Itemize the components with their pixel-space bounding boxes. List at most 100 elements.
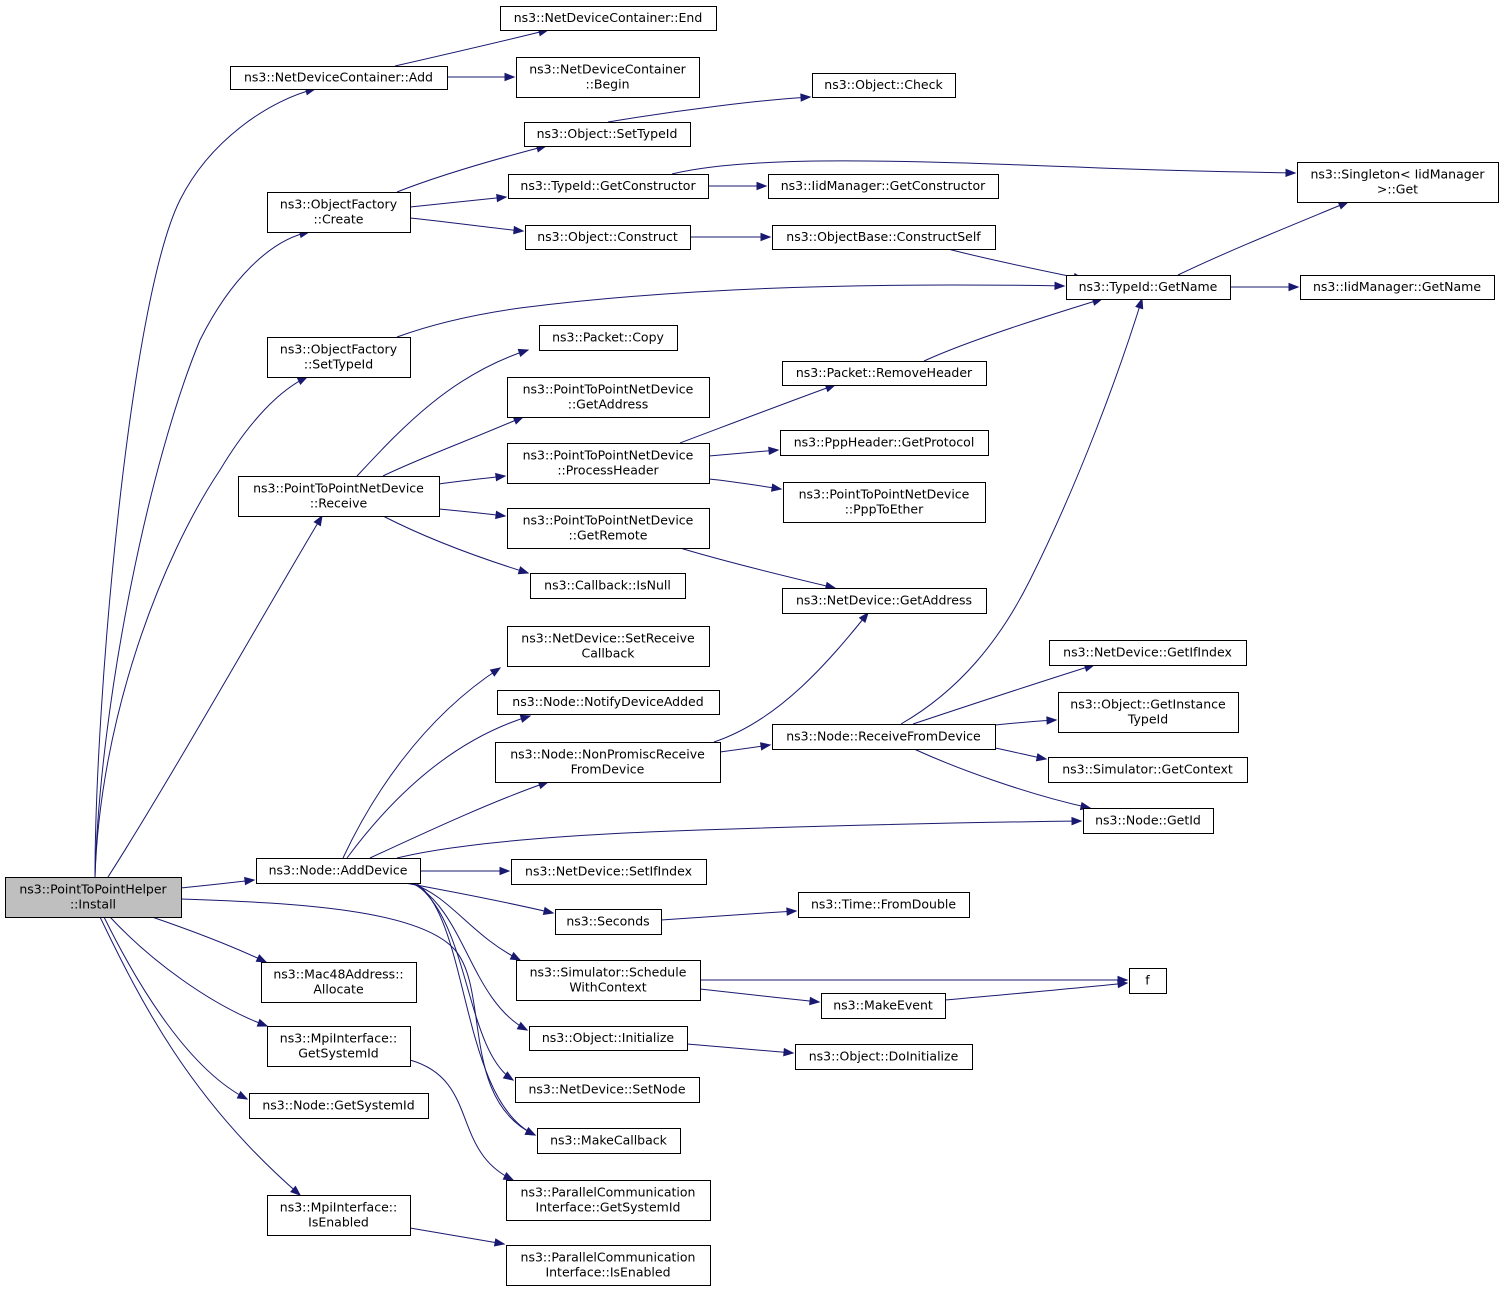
edge-node_adddevice-to-seconds [404, 882, 555, 915]
node-label: ns3::PointToPointNetDevice [253, 481, 424, 496]
node-sim-getcontext[interactable]: ns3::Simulator::GetContext [1048, 757, 1248, 783]
node-label: ns3::Node::ReceiveFromDevice [786, 729, 981, 744]
node-ndc-begin[interactable]: ns3::NetDeviceContainer::Begin [516, 57, 700, 98]
node-mpi-getsysid[interactable]: ns3::MpiInterface::GetSystemId [267, 1026, 411, 1067]
node-label: ns3::Seconds [566, 914, 649, 929]
edge-node_nonpromisc-to-nd_getaddress [713, 611, 869, 743]
node-node-getid[interactable]: ns3::Node::GetId [1083, 808, 1214, 834]
edge-node_adddevice-to-obj_initialize [411, 882, 529, 1031]
node-label: ns3::NetDeviceContainer::End [514, 10, 703, 25]
node-tid-getctor[interactable]: ns3::TypeId::GetConstructor [508, 174, 709, 199]
node-box [507, 508, 710, 549]
arrowhead-icon [516, 1021, 529, 1031]
node-p2p-receive[interactable]: ns3::PointToPointNetDevice::Receive [238, 476, 440, 517]
node-label: ns3::MakeEvent [833, 998, 933, 1013]
node-nd-setifindex[interactable]: ns3::NetDevice::SetIfIndex [511, 859, 707, 885]
node-node-notify[interactable]: ns3::Node::NotifyDeviceAdded [497, 690, 720, 715]
edge-obj_settypeid-to-obj_check [607, 93, 812, 123]
node-time-fromdouble[interactable]: ns3::Time::FromDouble [798, 892, 970, 918]
node-node-adddevice[interactable]: ns3::Node::AddDevice [256, 858, 421, 884]
node-pci-getsysid[interactable]: ns3::ParallelCommunicationInterface::Get… [506, 1180, 711, 1221]
node-box [511, 859, 707, 885]
node-box [1048, 757, 1248, 783]
node-label: ns3::TypeId::GetName [1079, 279, 1218, 294]
node-box [530, 573, 686, 599]
node-obj-settypeid[interactable]: ns3::Object::SetTypeId [524, 122, 691, 147]
node-p2p-getaddress[interactable]: ns3::PointToPointNetDevice::GetAddress [507, 377, 710, 418]
arrowhead-icon [858, 611, 869, 624]
arrowhead-icon [509, 951, 522, 961]
node-singleton-get[interactable]: ns3::Singleton< IidManager>::Get [1297, 162, 1499, 203]
node-of-settypeid[interactable]: ns3::ObjectFactory::SetTypeId [267, 337, 411, 378]
node-p2p-getremote[interactable]: ns3::PointToPointNetDevice::GetRemote [507, 508, 710, 549]
edge-ndc_add-to-ndc_begin [446, 72, 516, 82]
arrowhead-icon [496, 193, 508, 203]
node-iid-getctor[interactable]: ns3::IidManager::GetConstructor [768, 174, 999, 199]
node-of-create[interactable]: ns3::ObjectFactory::Create [267, 192, 411, 233]
node-cb-isnull[interactable]: ns3::Callback::IsNull [530, 573, 686, 599]
node-label: ::Receive [310, 496, 368, 511]
node-box [795, 1044, 973, 1070]
edge-line [679, 547, 836, 589]
node-obj-doinitialize[interactable]: ns3::Object::DoInitialize [795, 1044, 973, 1070]
arrowhead-icon [1046, 716, 1058, 725]
node-tid-getname[interactable]: ns3::TypeId::GetName [1066, 275, 1231, 300]
node-p2p-ppptoether[interactable]: ns3::PointToPointNetDevice::PppToEther [783, 482, 986, 523]
node-box [507, 443, 710, 484]
node-label: ns3::TypeId::GetConstructor [520, 178, 696, 193]
node-nd-getifindex[interactable]: ns3::NetDevice::GetIfIndex [1049, 640, 1247, 666]
edge-p2p_receive-to-pkt_copy [356, 348, 530, 477]
node-label: ns3::Node::AddDevice [269, 863, 408, 878]
arrowhead-icon [236, 1090, 249, 1100]
node-p2p-processheader[interactable]: ns3::PointToPointNetDevice::ProcessHeade… [507, 443, 710, 484]
edge-seconds-to-time_fromdouble [660, 907, 798, 921]
edge-line [151, 916, 267, 963]
edge-pkt_removeheader-to-tid_getname [923, 297, 1104, 362]
node-node-getsysid[interactable]: ns3::Node::GetSystemId [249, 1093, 429, 1119]
node-makeevent[interactable]: ns3::MakeEvent [821, 993, 946, 1019]
node-ob-constructself[interactable]: ns3::ObjectBase::ConstructSelf [772, 225, 996, 250]
node-seconds[interactable]: ns3::Seconds [555, 909, 662, 935]
node-ndc-end[interactable]: ns3::NetDeviceContainer::End [500, 6, 717, 31]
node-pkt-copy[interactable]: ns3::Packet::Copy [539, 325, 678, 351]
node-obj-initialize[interactable]: ns3::Object::Initialize [529, 1026, 688, 1051]
edge-line [409, 196, 507, 208]
node-label: ::ProcessHeader [557, 463, 659, 478]
node-install[interactable]: ns3::PointToPointHelper::Install [5, 877, 182, 918]
node-label: ns3::NetDeviceContainer [529, 62, 686, 77]
node-nd-getaddress[interactable]: ns3::NetDevice::GetAddress [782, 588, 987, 614]
node-box [821, 993, 946, 1019]
node-iid-getname[interactable]: ns3::IidManager::GetName [1300, 275, 1495, 300]
node-ppp-getprotocol[interactable]: ns3::PppHeader::GetProtocol [780, 430, 989, 456]
node-box [507, 626, 710, 667]
node-obj-construct[interactable]: ns3::Object::Construct [525, 225, 691, 250]
edge-line [708, 449, 779, 457]
node-box [524, 122, 691, 147]
node-obj-check[interactable]: ns3::Object::Check [812, 73, 956, 98]
node-label: WithContext [569, 980, 646, 995]
node-pci-isenabled[interactable]: ns3::ParallelCommunicationInterface::IsE… [506, 1245, 711, 1286]
node-mpi-isenabled[interactable]: ns3::MpiInterface::IsEnabled [267, 1195, 411, 1236]
node-pkt-removeheader[interactable]: ns3::Packet::RemoveHeader [782, 361, 987, 386]
node-box [1300, 275, 1495, 300]
edge-sim_schedctx-to-f [700, 975, 1129, 985]
arrowhead-icon [256, 1018, 269, 1027]
node-ndc-add[interactable]: ns3::NetDeviceContainer::Add [230, 66, 448, 90]
node-mac48-allocate[interactable]: ns3::Mac48Address::Allocate [261, 962, 417, 1003]
node-f[interactable]: f [1129, 968, 1167, 994]
node-label: ::SetTypeId [304, 357, 373, 372]
node-label: ns3::PointToPointNetDevice [799, 487, 970, 502]
node-node-recvfromdev[interactable]: ns3::Node::ReceiveFromDevice [772, 724, 996, 750]
node-makecallback[interactable]: ns3::MakeCallback [537, 1128, 681, 1154]
node-label: ns3::NetDevice::SetNode [528, 1082, 685, 1097]
node-label: ns3::Mac48Address:: [273, 967, 403, 982]
node-label: ns3::Object::DoInitialize [809, 1049, 959, 1064]
node-box [238, 476, 440, 517]
edge-line [900, 298, 1143, 725]
node-nd-setnode[interactable]: ns3::NetDevice::SetNode [515, 1077, 700, 1103]
edge-line [438, 508, 506, 517]
